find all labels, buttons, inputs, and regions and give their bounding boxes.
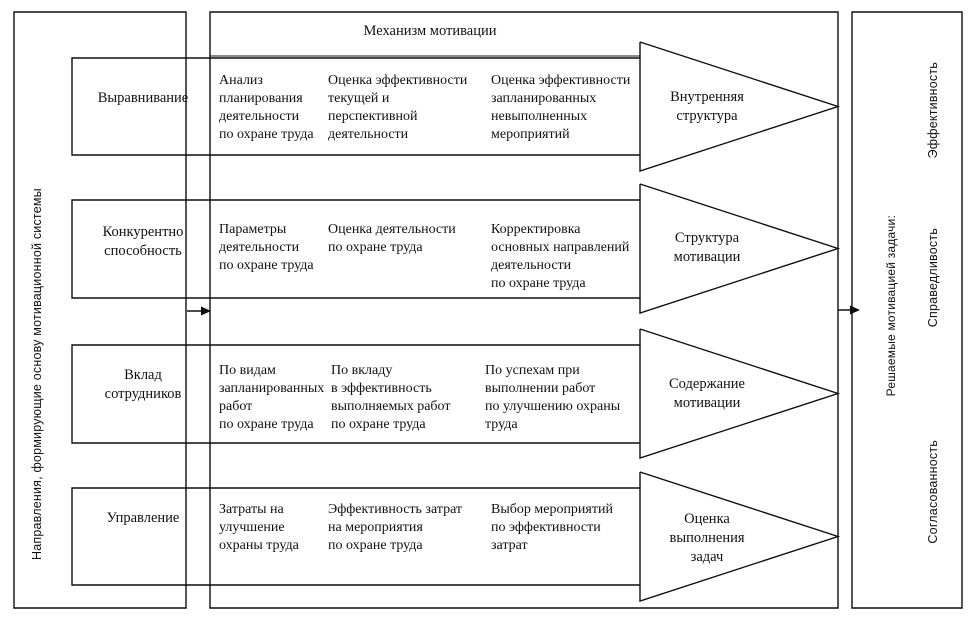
row-2-arrow <box>639 183 841 314</box>
interrow-connector-arrowhead <box>201 306 211 316</box>
row-1-cell-3: Оценка эффективности запланированных нев… <box>491 73 631 142</box>
row-3-cell-3: По успехам при выполнении работ по улучш… <box>485 363 621 432</box>
task-label-consistency: Согласованность <box>926 440 940 544</box>
tasks-panel-title: Решаемые мотивацией задачи: <box>884 215 898 397</box>
tasks-panel-outline <box>851 11 963 609</box>
row-4-cell-2: Эффективность затрат на мероприятия по о… <box>328 502 463 553</box>
row-3-arrow-label: Содержание мотивации <box>669 376 745 411</box>
row-3-cell-2: По вкладу в эффективность выполняемых ра… <box>331 363 451 432</box>
row-1-arrow-label: Внутренняя структура <box>670 89 744 124</box>
row-1-cell-2: Оценка эффективности текущей и перспекти… <box>328 73 468 142</box>
row-4-arrow-label: Оценка выполнения задач <box>669 511 745 565</box>
left-axis-label: Направления, формирующие основу мотиваци… <box>30 188 44 560</box>
row-3-name: Вклад сотрудников <box>104 367 182 402</box>
row-1-arrow <box>639 41 841 172</box>
mechanism-frame-outline <box>209 11 839 609</box>
row-4-cell-3: Выбор мероприятий по эффективности затра… <box>491 502 613 553</box>
row-4-name: Управление <box>106 510 180 526</box>
task-label-fairness: Справедливость <box>926 228 940 328</box>
tasks-panel-arrowhead <box>850 305 860 315</box>
row-4-arrow <box>639 471 841 602</box>
row-1-name: Выравнивание <box>97 90 189 106</box>
diagram-header: Механизм мотивации <box>363 23 497 39</box>
row-2-arrow-label: Структура мотивации <box>673 230 741 265</box>
row-3-arrow <box>639 328 841 459</box>
row-2-name: Конкурентно способность <box>102 224 184 259</box>
row-2-cell-2: Оценка деятельности по охране труда <box>328 222 456 255</box>
task-label-effectiveness: Эффективность <box>926 62 940 159</box>
row-4-cell-1: Затраты на улучшение охраны труда <box>219 502 299 553</box>
row-1-cell-1: Анализ планирования деятельности по охра… <box>219 73 314 142</box>
left-axis-panel-outline <box>13 11 187 609</box>
row-2-cell-1: Параметры деятельности по охране труда <box>219 222 314 273</box>
row-3-cell-1: По видам запланированных работ по охране… <box>219 363 325 432</box>
row-2-cell-3: Корректировка основных направлений деяте… <box>491 222 630 291</box>
